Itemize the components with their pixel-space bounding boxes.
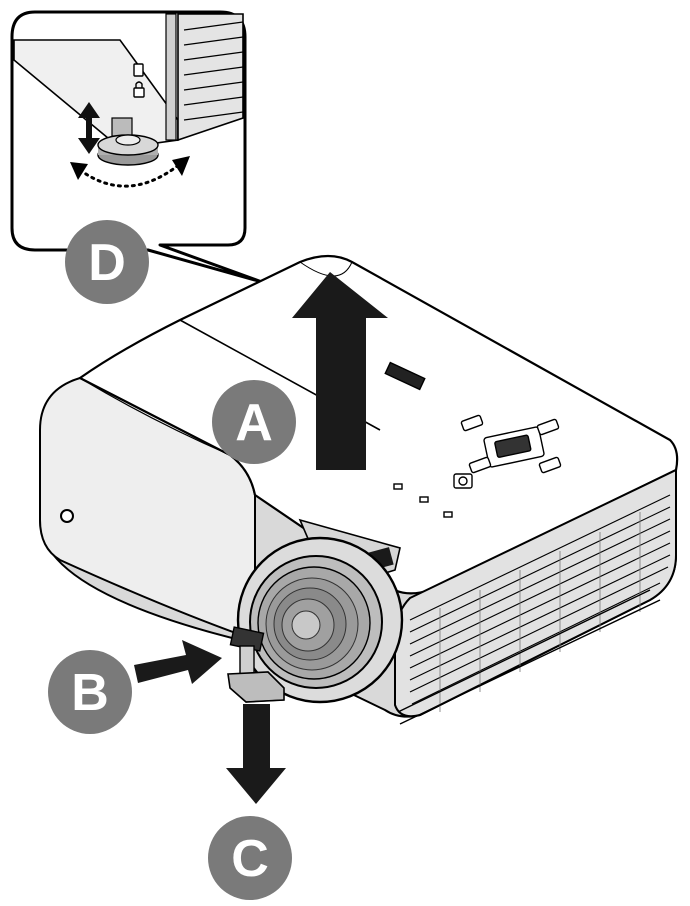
badge-c: C	[208, 816, 292, 900]
badge-d: D	[65, 220, 149, 304]
vertical-double-arrow-icon	[78, 102, 100, 154]
adjuster-foot-icon	[97, 117, 159, 166]
lens-icon	[236, 518, 404, 704]
badge-c-label: C	[231, 830, 269, 888]
badge-b-label: B	[71, 664, 109, 722]
projector-top	[77, 254, 679, 595]
ir-sensor-icon	[60, 509, 74, 523]
arrow-right-b	[134, 640, 222, 684]
arrow-up-a	[292, 272, 388, 470]
badge-b: B	[48, 650, 132, 734]
badge-d-label: D	[88, 234, 126, 292]
lock-icon	[133, 63, 145, 98]
rotate-dotted-arrow-icon	[70, 156, 190, 188]
inset-callout	[10, 10, 264, 284]
elevator-foot-icon	[227, 626, 285, 703]
vent-grille	[409, 494, 671, 705]
badge-a-label: A	[235, 394, 273, 452]
control-panel-icon	[384, 361, 562, 518]
arrow-down-c	[226, 704, 286, 804]
badge-a: A	[212, 380, 296, 464]
